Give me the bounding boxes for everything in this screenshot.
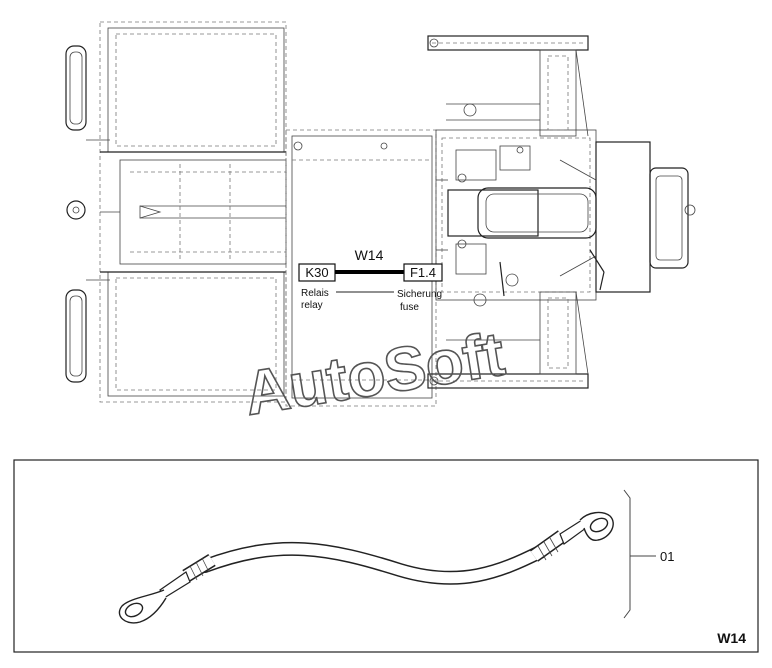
f14-terminal-label: F1.4 (410, 265, 436, 280)
relay-caption-en: relay (301, 300, 323, 311)
fuse-caption-en: fuse (400, 302, 419, 313)
right-ring-lug (579, 511, 614, 542)
part-panel: 01 W14 (13, 459, 759, 653)
panel-id: W14 (717, 630, 746, 646)
machine-top-view (65, 21, 696, 407)
part-panel-frame (13, 459, 759, 653)
battery-cable (118, 511, 614, 624)
left-rollers (65, 45, 110, 383)
f14-terminal-box (403, 263, 443, 282)
left-ring-lug (118, 589, 167, 624)
callout-bracket (623, 489, 656, 619)
upper-wheel-arm (427, 35, 589, 137)
k30-terminal-label: K30 (305, 265, 328, 280)
wire-label: W14 (355, 247, 384, 263)
right-crimp (529, 519, 587, 562)
main-frame (99, 21, 287, 403)
part-callout-number: 01 (660, 549, 674, 564)
w14-connection: W14 K30 F1.4 Relais relay Sicherung fuse (298, 247, 443, 313)
engine-assembly (435, 129, 696, 301)
left-crimp (159, 554, 216, 599)
relay-caption-de: Relais (301, 288, 329, 299)
watermark: AutoSoft (240, 320, 509, 429)
fuse-caption-de: Sicherung (397, 289, 442, 300)
lower-wheel-arm (427, 261, 589, 389)
